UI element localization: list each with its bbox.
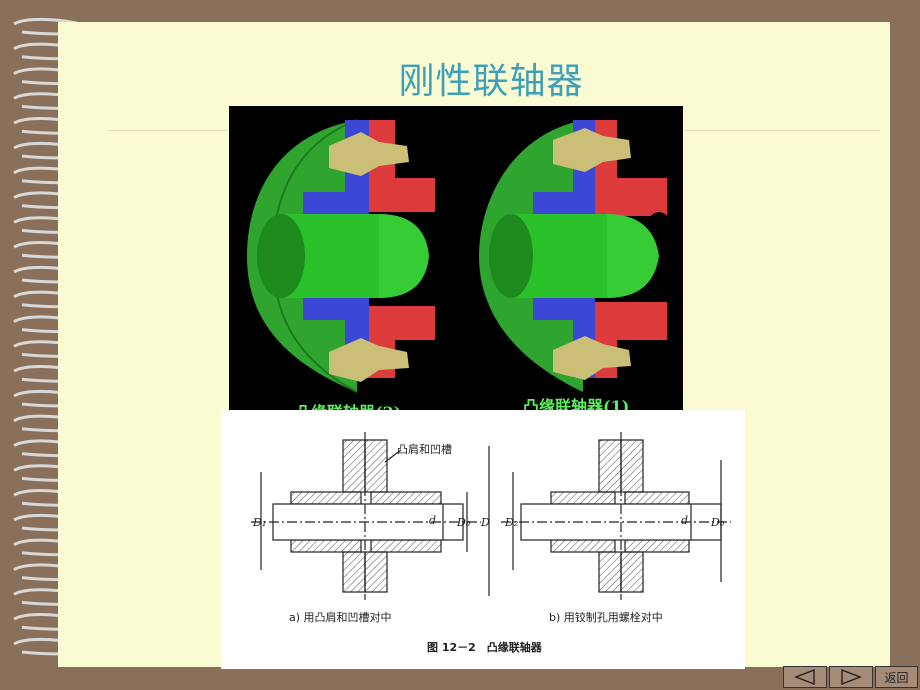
dim-d-a: d <box>429 514 436 527</box>
previous-slide-button[interactable] <box>783 666 827 688</box>
dim-d2-b: D₂ <box>504 516 518 529</box>
drawing-figure-caption: 图 12－2 凸缘联轴器 <box>427 641 542 654</box>
drawing-a <box>251 432 490 600</box>
coupling-2-render <box>247 119 449 393</box>
back-button[interactable]: 返回 <box>875 666 918 688</box>
drawing-b <box>501 432 731 600</box>
back-button-label: 返回 <box>884 670 909 685</box>
triangle-right-icon <box>841 669 862 685</box>
drawing-callout-label: 凸肩和凹槽 <box>397 443 452 456</box>
dim-d1-a: D₁ <box>252 516 266 529</box>
drawing-caption-a: a) 用凸肩和凹槽对中 <box>289 611 392 624</box>
dim-D-a: D <box>480 516 490 529</box>
drawing-caption-b: b) 用铰制孔用螺栓对中 <box>549 611 663 624</box>
triangle-left-icon <box>794 669 815 685</box>
coupling-1-render <box>479 120 679 392</box>
next-slide-button[interactable] <box>829 666 873 688</box>
coupling-render-image: 凸缘联轴器(2) 凸缘联轴器(1) <box>229 106 683 424</box>
dim-d0-a: D₀ <box>456 516 471 529</box>
dim-d0-b: D₀ <box>710 516 725 529</box>
coupling-section-drawing: D₁ D₀ D d D₂ d D₀ 凸肩和凹槽 a) 用凸肩和凹槽对中 b) 用… <box>221 410 745 669</box>
dim-d-b: d <box>681 514 688 527</box>
slide-title: 刚性联轴器 <box>398 61 584 102</box>
